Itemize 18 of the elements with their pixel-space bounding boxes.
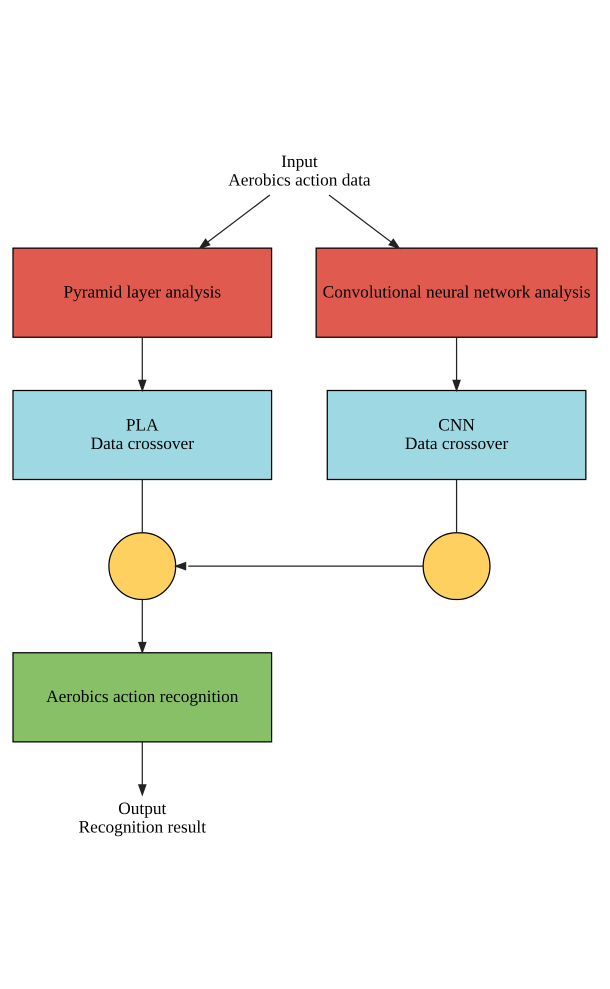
node-text: Input Aerobics action data xyxy=(228,151,371,189)
arrow xyxy=(198,194,270,249)
node-box: Convolutional neural network analysis xyxy=(316,247,598,338)
arrow xyxy=(452,336,461,392)
arrow xyxy=(138,599,147,654)
node-circle xyxy=(108,532,176,600)
connector xyxy=(142,479,143,532)
arrow xyxy=(328,194,401,249)
arrow xyxy=(138,742,147,796)
node-box: PLA Data crossover xyxy=(12,389,272,480)
node-circle xyxy=(422,532,491,600)
arrow xyxy=(138,336,147,392)
node-box: CNN Data crossover xyxy=(326,389,586,480)
arrow xyxy=(174,561,424,570)
node-box: Aerobics action recognition xyxy=(12,652,272,742)
connector xyxy=(456,479,458,532)
node-box: Pyramid layer analysis xyxy=(12,247,272,338)
node-text: Output Recognition result xyxy=(78,798,206,836)
